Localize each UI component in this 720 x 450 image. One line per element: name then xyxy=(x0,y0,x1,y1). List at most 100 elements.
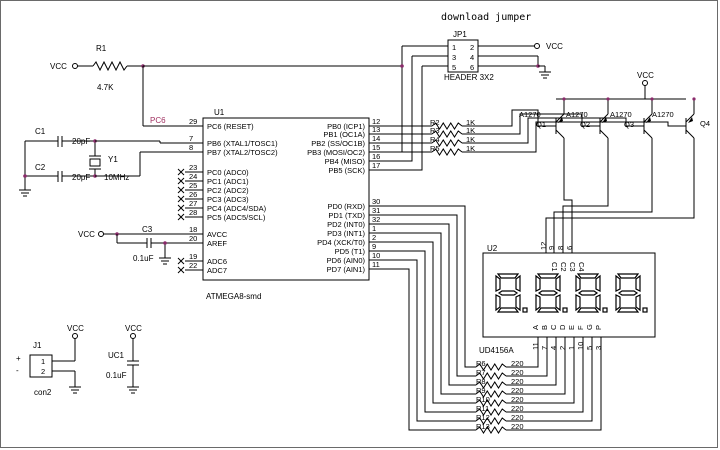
resistor-value: 220 xyxy=(511,377,524,386)
u2-top-pin-number: 12 xyxy=(539,242,548,250)
uc1-value: 0.1uF xyxy=(106,371,127,380)
u1-pin-label: PC5 (ADC5/SCL) xyxy=(207,213,266,222)
u1-pin-label: AVCC xyxy=(207,230,228,239)
vcc-uc1-label: VCC xyxy=(125,324,142,333)
resistor-zigzag xyxy=(431,139,463,147)
svg-text:1: 1 xyxy=(452,43,456,52)
u1-pin-number: 13 xyxy=(372,125,380,134)
vcc-avcc-label: VCC xyxy=(78,230,95,239)
transistor-ref: Q3 xyxy=(624,120,634,129)
resistor-zigzag xyxy=(475,399,507,407)
resistor-value: 1K xyxy=(466,135,475,144)
u2-segment-label: A xyxy=(531,325,540,330)
svg-text:5: 5 xyxy=(452,63,456,72)
u1-pin-label: PC0 (ADC0) xyxy=(207,168,249,177)
digit-2 xyxy=(535,273,568,313)
c2-ref: C2 xyxy=(35,163,46,172)
resistor-zigzag xyxy=(475,363,507,371)
u2-bottom-pin-number: 4 xyxy=(549,346,558,350)
u1-pin-label: PD4 (XCK/T0) xyxy=(317,238,365,247)
u2-bottom-pin-number: 3 xyxy=(594,346,603,350)
transistor-part: A1270 xyxy=(652,110,674,119)
u1-pin-label: ADC7 xyxy=(207,266,227,275)
resistor-ref: R4 xyxy=(430,135,440,144)
resistor-zigzag xyxy=(475,426,507,434)
u1-pin-number: 2 xyxy=(372,233,376,242)
u2-bottom-pin-number: 11 xyxy=(531,342,540,350)
avcc-filter: VCC C3 0.1uF xyxy=(78,225,203,265)
resistor-value: 220 xyxy=(511,395,524,404)
y1-ref: Y1 xyxy=(108,155,118,164)
u1-pin-number: 8 xyxy=(189,143,193,152)
u2-bottom-pin-number: 2 xyxy=(558,346,567,350)
svg-text:2: 2 xyxy=(470,43,474,52)
u1-pin-label: AREF xyxy=(207,239,227,248)
u2-segment-label: D xyxy=(558,324,567,330)
u1-pin-label: PD7 (AIN1) xyxy=(327,265,366,274)
u2-top-pin-number: 9 xyxy=(547,246,556,250)
u1-pin-number: 19 xyxy=(189,252,197,261)
c1-ref: C1 xyxy=(35,127,46,136)
resistor-value: 220 xyxy=(511,359,524,368)
u1-pin-number: 14 xyxy=(372,134,380,143)
resistor-value: 1K xyxy=(466,118,475,127)
u1-pin-number: 12 xyxy=(372,117,380,126)
u1-pin-label: PC1 (ADC1) xyxy=(207,177,249,186)
title: download jumper xyxy=(441,12,531,23)
vcc-jp1-label: VCC xyxy=(546,42,563,51)
resistor-zigzag xyxy=(475,381,507,389)
u1-pin-number: 24 xyxy=(189,172,197,181)
transistor-ref: Q4 xyxy=(700,119,710,128)
u2-segment-label: E xyxy=(567,325,576,330)
resistor-r4: R4 1K xyxy=(387,135,475,147)
u1-pin-number: 20 xyxy=(189,234,197,243)
jp1-header: JP1 HEADER 3X2 1 3 5 2 4 6 VCC xyxy=(402,30,563,82)
digit-3 xyxy=(575,273,608,313)
u1-pin-number: 27 xyxy=(189,199,197,208)
u1-pin-number: 11 xyxy=(372,260,380,269)
u1-pin-label: PD1 (TXD) xyxy=(328,211,365,220)
u1-pin-number: 30 xyxy=(372,197,380,206)
resistor-value: 220 xyxy=(511,368,524,377)
u1-pin-label: PB6 (XTAL1/TOSC1) xyxy=(207,139,278,148)
c3-value: 0.1uF xyxy=(133,254,154,263)
j1-name: con2 xyxy=(34,388,52,397)
r1-resistor xyxy=(92,60,128,72)
u1-ref: U1 xyxy=(214,108,225,117)
resistor-ref: R13 xyxy=(476,422,490,431)
transistor-ref: Q1 xyxy=(536,120,546,129)
u2-name: UD4156A xyxy=(479,346,514,355)
u2-segment-label: F xyxy=(576,325,585,330)
u1-pin-label: PB7 (XTAL2/TOSC2) xyxy=(207,148,278,157)
resistor-ref: R2 xyxy=(430,118,440,127)
resistor-zigzag xyxy=(475,417,507,425)
resistor-value: 1K xyxy=(466,126,475,135)
